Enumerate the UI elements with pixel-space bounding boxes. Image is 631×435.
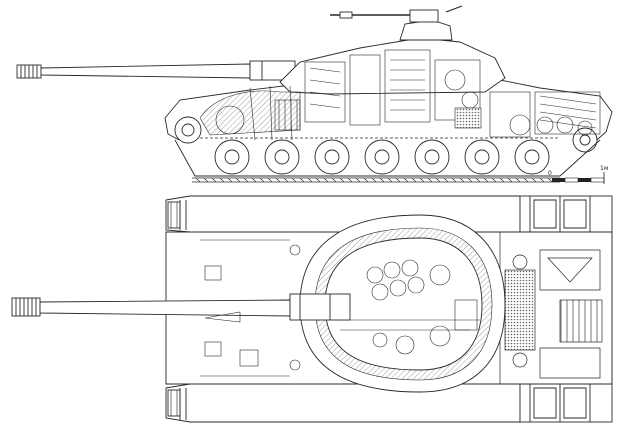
scale-bar: 0 1м xyxy=(548,165,608,184)
side-gun-barrel xyxy=(40,60,296,81)
side-cupola xyxy=(330,5,463,41)
side-track xyxy=(192,137,560,183)
top-lower-fender xyxy=(165,383,613,423)
side-turret xyxy=(279,37,506,95)
scale-start-label: 0 xyxy=(548,170,552,177)
scale-end-label: 1м xyxy=(600,165,608,172)
side-view xyxy=(16,5,613,183)
side-internal xyxy=(199,49,601,141)
top-gun xyxy=(11,293,351,321)
top-turret xyxy=(299,214,506,393)
side-running-gear xyxy=(174,116,601,177)
top-hull-front xyxy=(200,239,301,377)
top-turret-internal xyxy=(340,259,480,355)
top-view xyxy=(11,195,613,423)
side-muzzle-brake xyxy=(16,64,42,79)
